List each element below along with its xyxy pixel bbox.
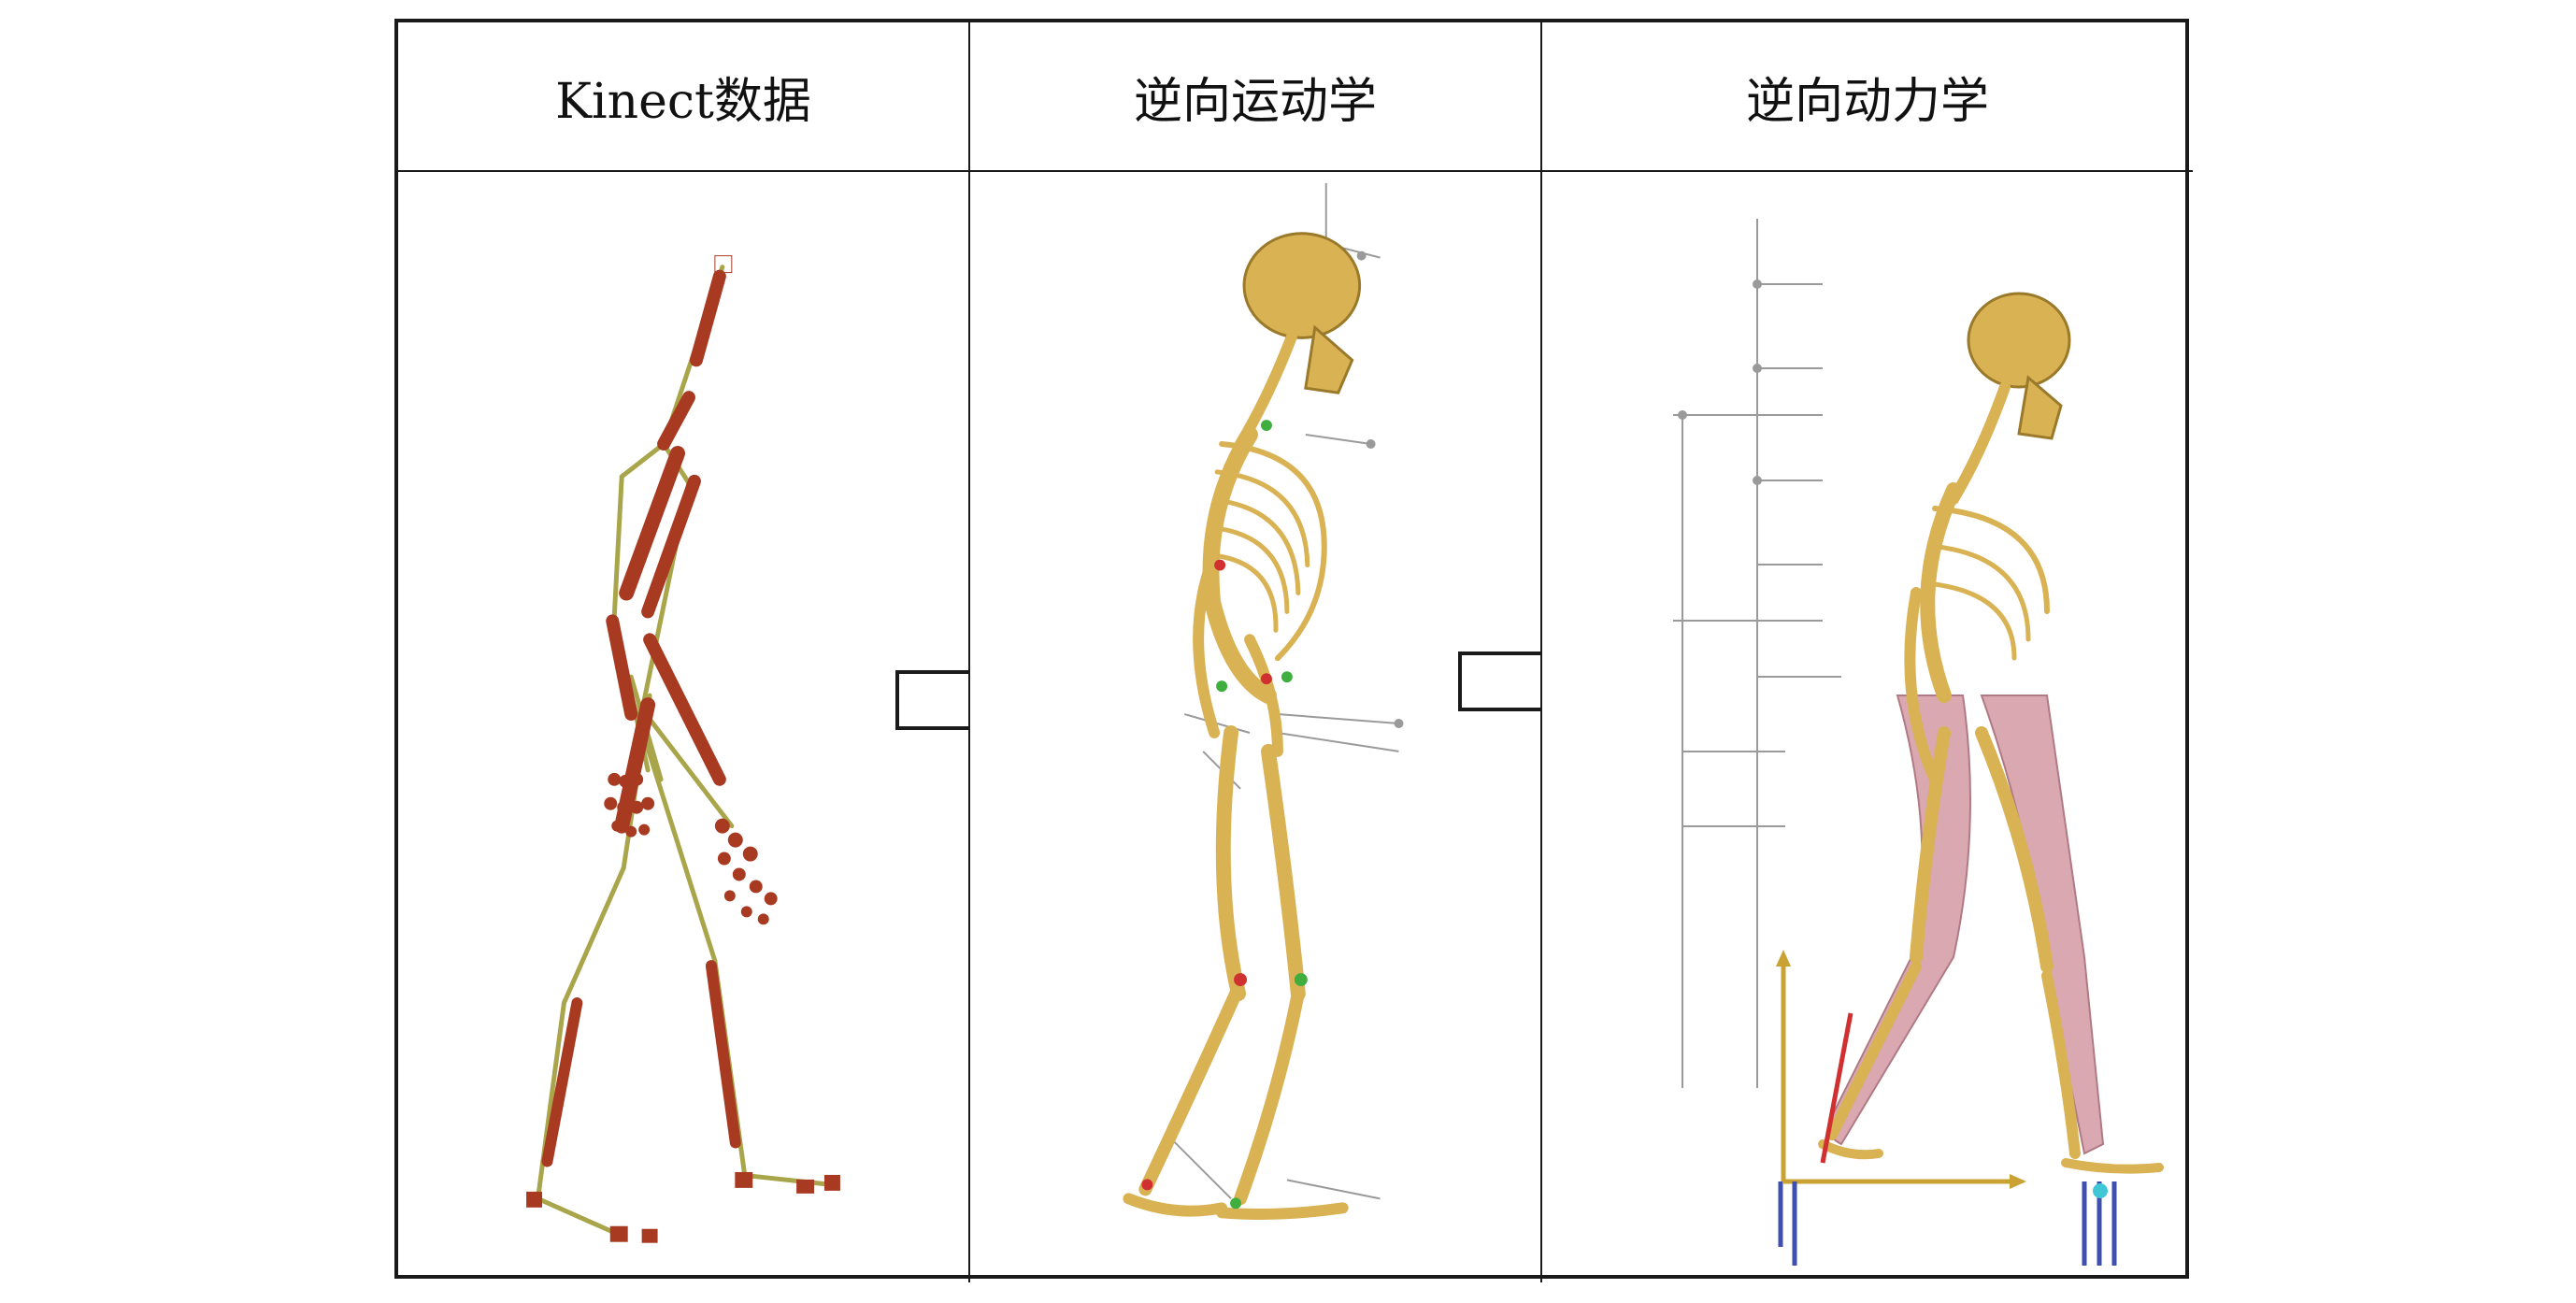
joint-markers — [1141, 420, 1308, 1210]
panel-title-kinect: Kinect数据 — [398, 22, 970, 172]
inverse-dynamics-panel — [1542, 172, 2193, 1282]
panel-title-inverse-kinematics: 逆向运动学 — [970, 22, 1542, 172]
kinect-skeleton-figure — [526, 255, 840, 1243]
right-arrow-icon — [1456, 621, 1540, 742]
kinect-hands — [604, 772, 778, 925]
skull — [1242, 232, 1362, 394]
right-arrow-icon — [894, 639, 968, 761]
kinect-bones — [526, 255, 840, 1243]
kinematics-skeleton-figure — [1123, 182, 1404, 1220]
marker-frames — [1673, 219, 1841, 1088]
skeleton-bones — [1818, 381, 2164, 1174]
skull — [1967, 292, 2071, 440]
comparison-table: Kinect数据 逆向运动学 逆向动力学 — [394, 19, 2193, 1282]
skeleton-bones — [1123, 331, 1349, 1220]
kinect-panel — [398, 172, 970, 1282]
dynamics-musculoskeletal-figure — [1673, 219, 2164, 1266]
panel-title-inverse-dynamics: 逆向动力学 — [1542, 22, 2193, 172]
inverse-kinematics-panel — [970, 172, 1542, 1282]
force-vectors — [1776, 950, 2117, 1266]
